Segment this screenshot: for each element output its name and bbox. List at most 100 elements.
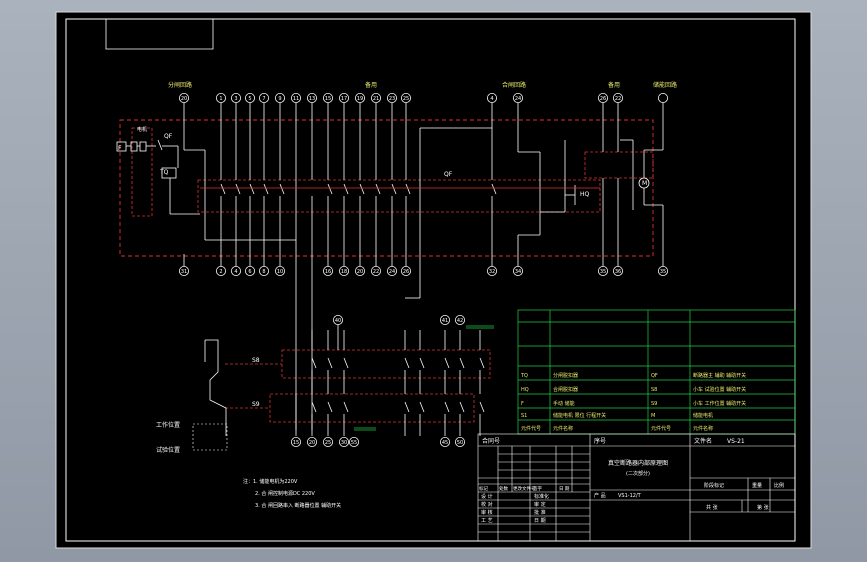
mid-terminal-label: 42 [457,318,463,324]
bottom-terminal [370,265,381,276]
bottom-terminal-label: 26 [403,269,409,275]
top-terminal [178,93,189,104]
group-label-close: 合闸回路 [502,81,526,89]
bottom-terminal [598,265,609,276]
legend-symbol: S1 [521,413,527,419]
bottom-terminal-label: 18 [341,269,347,275]
tb-header-cell: 处数 [499,485,508,492]
top-terminal-label: 26 [600,96,606,102]
top-terminal [306,93,317,104]
top-terminal-label: 24 [515,96,521,102]
switch-contact [249,183,255,195]
top-terminal-label: 7 [262,96,265,102]
top-terminal [215,93,226,104]
s9-strip [269,393,475,423]
top-terminal-label: 25 [403,96,409,102]
legend-symbol: 元件代号 [651,425,671,432]
group-label-spare-2: 备用 [608,81,620,89]
label-s9: S9 [252,401,260,408]
switch-contact [444,357,450,369]
tb-docname-value: VS-21 [727,438,745,445]
bottom-terminal-label: 4 [234,269,237,275]
fuse-box [116,141,127,152]
top-terminal [486,93,497,104]
mid-terminal [439,314,450,325]
top-terminal [658,93,669,104]
mid-terminal-label: 40 [335,318,341,324]
bottom-terminal [230,265,241,276]
legend-name: 手动 储能 [553,400,575,407]
lower-terminal-label: 20 [309,440,315,446]
top-terminal [322,93,333,104]
bottom-terminal [322,265,333,276]
mid-terminal-label: 41 [442,318,448,324]
note-1: 注：1. 储能电机为220V [243,478,298,485]
note-2: 2. 合 闸控制电源DC 220V [255,490,315,497]
top-terminal-label: 3 [234,96,237,102]
switch-contact [459,357,465,369]
top-terminal [338,93,349,104]
tb-product-value: VS1-12/T [618,493,642,499]
top-terminal-label: 13 [309,96,315,102]
bottom-terminal [244,265,255,276]
top-terminal-label: 5 [248,96,251,102]
legend-symbol: S8 [651,387,657,393]
label-f: F [118,145,122,152]
switch-contact [343,401,349,413]
switch-contact [279,183,285,195]
switch-contact [343,357,349,369]
bottom-terminal [386,265,397,276]
lower-terminal [439,436,450,447]
switch-contact [375,183,381,195]
switch-contact [404,357,410,369]
coil-2 [139,141,147,152]
tb-subtitle: (二次部分) [626,470,650,477]
group-label-storage: 储能回路 [653,81,677,89]
bottom-terminal-label: 2 [219,269,222,275]
bottom-terminal [486,265,497,276]
switch-contact [220,183,226,195]
bottom-terminal-label: 34 [515,269,521,275]
switch-contact [327,183,333,195]
tb-sheet-total: 共 张 [706,504,718,511]
legend-table [517,309,796,435]
bottom-terminal [274,265,285,276]
bottom-terminal-label: 20 [357,269,363,275]
switch-contact [327,357,333,369]
label-tq: TQ [159,169,169,176]
top-terminal [244,93,255,104]
legend-name: 分闸脱扣器 [553,372,578,379]
switch-contact [263,183,269,195]
legend-name: 小车 工作位置 辅助开关 [693,400,746,407]
label-hq: HQ [580,191,590,198]
switch-contact [311,401,317,413]
top-terminal [274,93,285,104]
tb-role-mid: 审 定 [534,501,546,508]
bottom-terminal-label: 32 [489,269,495,275]
legend-symbol: S9 [651,401,657,407]
group-label-open: 分闸回路 [168,81,192,89]
lower-terminal-label: 50 [457,440,463,446]
switch-contact [343,183,349,195]
top-terminal-label: 21 [373,96,379,102]
legend-symbol: 元件代号 [521,425,541,432]
note-3: 3. 合 闸回路串入 断路器位置 辅助开关 [255,502,341,509]
legend-symbol: TQ [520,373,528,379]
tb-header-cell: 签字 [533,485,542,492]
legend-name: 元件名称 [693,425,713,432]
label-qf-left: QF [164,133,173,140]
switch-contact [491,183,497,195]
lower-terminal [322,436,333,447]
coil-1 [130,141,138,152]
top-terminal [613,93,624,104]
legend-name: 元件名称 [553,425,573,432]
mid-terminal [332,314,343,325]
bottom-terminal-label: 6 [248,269,251,275]
legend-symbol: HQ [521,387,529,393]
bottom-terminal [338,265,349,276]
right-contacts-box [584,151,654,179]
tb-docname-label: 文件名 [694,437,712,445]
mid-terminal [454,314,465,325]
carriage-symbol [205,339,227,436]
